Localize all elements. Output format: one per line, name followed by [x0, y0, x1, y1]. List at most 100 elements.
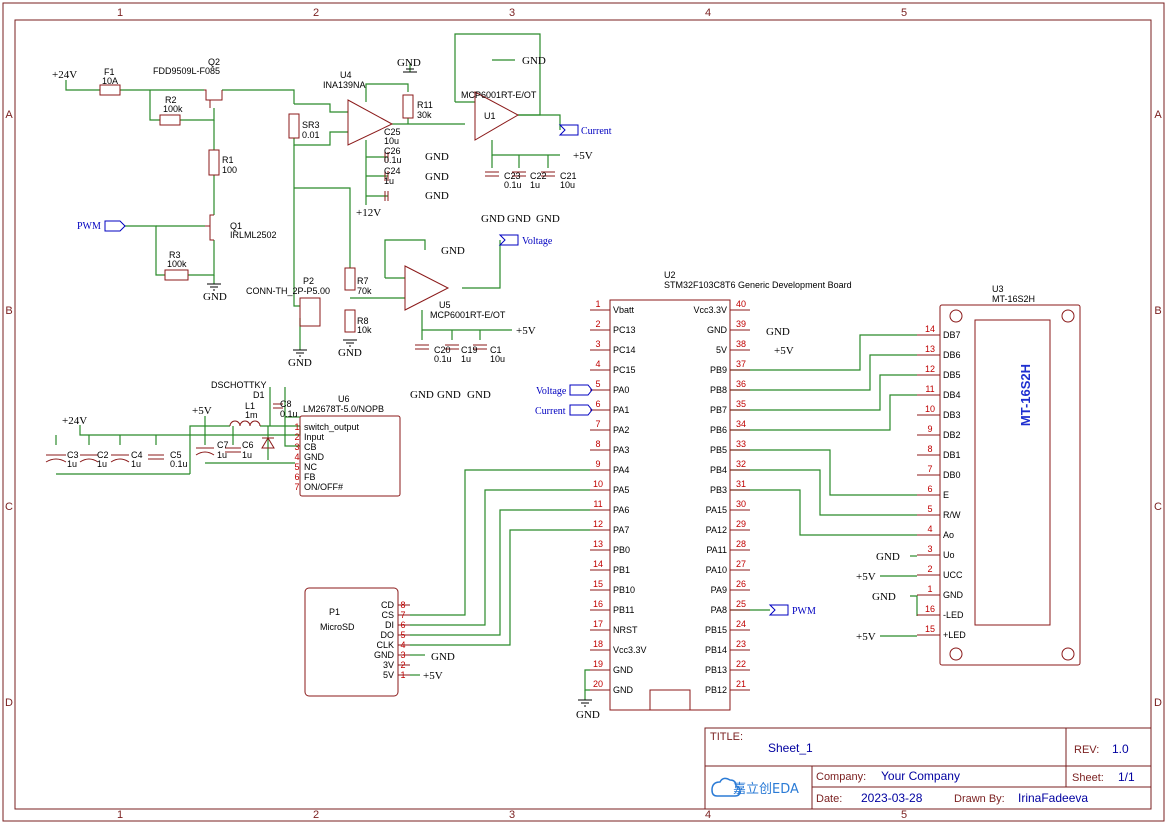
frame-row-label-left: A — [5, 109, 13, 121]
u2-pin-number: 32 — [736, 459, 746, 469]
r2-ref: R2 — [165, 95, 177, 105]
net-voltage-u2: Voltage — [536, 386, 567, 397]
u2-pin-number: 26 — [736, 579, 746, 589]
u2-pin-name: Vbatt — [613, 305, 635, 315]
rev-value: 1.0 — [1112, 742, 1129, 756]
frame-col-label-bottom: 5 — [901, 809, 907, 821]
p1-val: MicroSD — [320, 622, 355, 632]
p1-pin-number: 6 — [400, 620, 405, 630]
sr3-val: 0.01 — [302, 130, 320, 140]
u6-pin-name: CB — [304, 442, 317, 452]
u2-pin-number: 6 — [595, 399, 600, 409]
ground-symbols — [207, 68, 592, 707]
u6-pin-number: 1 — [294, 422, 299, 432]
u2-pin-name: PA3 — [613, 445, 629, 455]
frame-col-label-bottom: 3 — [509, 809, 515, 821]
l1-val: 1m — [245, 410, 258, 420]
u6-val: LM2678T-5.0/NOPB — [303, 404, 384, 414]
u3-body-label: MT-16S2H — [1018, 364, 1033, 426]
u2-pin-name: NRST — [613, 625, 638, 635]
u2-pin-name: PA10 — [706, 565, 727, 575]
title-value: Sheet_1 — [768, 741, 813, 755]
u2-pin-name: PB15 — [705, 625, 727, 635]
net-pwm-u2: PWM — [792, 606, 816, 617]
u2-pin-name: PA1 — [613, 405, 629, 415]
u2-ref: U2 — [664, 270, 676, 280]
u6-pin-number: 6 — [294, 472, 299, 482]
u2-pin-number: 36 — [736, 379, 746, 389]
c4-ref: C4 — [131, 450, 143, 460]
r7-ref: R7 — [357, 276, 369, 286]
p1-pin-number: 5 — [400, 630, 405, 640]
frame-row-label-left: D — [5, 697, 13, 709]
u2-pin-name: PB13 — [705, 665, 727, 675]
c3-ref: C3 — [67, 450, 79, 460]
u6-pin-name: NC — [304, 462, 317, 472]
company-value: Your Company — [881, 769, 960, 783]
gnd-label-u2: GND — [576, 709, 600, 721]
u2-pin-number: 2 — [595, 319, 600, 329]
u2-pin-name: PC14 — [613, 345, 636, 355]
u2-val: STM32F103C8T6 Generic Development Board — [664, 280, 852, 290]
net-current-u1: Current — [581, 126, 612, 137]
u2-pin-name: PB0 — [613, 545, 630, 555]
u2-pin-number: 13 — [593, 539, 603, 549]
easyeda-logo: 嘉立创EDA — [711, 777, 799, 797]
r8-val: 10k — [357, 325, 372, 335]
r3-val: 100k — [167, 259, 187, 269]
c5-ref: C5 — [170, 450, 182, 460]
c20-val: 0.1u — [434, 354, 452, 364]
u2-pin-number: 25 — [736, 599, 746, 609]
r8-ref: R8 — [357, 316, 369, 326]
frame-col-label-bottom: 2 — [313, 809, 319, 821]
gnd-label-c24: GND — [425, 190, 449, 202]
p5-label-led: +5V — [856, 631, 876, 643]
net-labels: PWM Current Voltage Voltage Current PWM — [77, 124, 816, 617]
u3-pin-number: 8 — [927, 444, 932, 454]
frame-col-label-top: 3 — [509, 7, 515, 19]
u3-pin-number: 4 — [927, 524, 932, 534]
u2-pin-name: PA6 — [613, 505, 629, 515]
u2-pin-name: PC13 — [613, 325, 636, 335]
sr3-ref: SR3 — [302, 120, 320, 130]
u2-pin-number: 31 — [736, 479, 746, 489]
u2-pin-number: 37 — [736, 359, 746, 369]
u5-val: MCP6001RT-E/OT — [430, 310, 506, 320]
c23-val: 0.1u — [504, 180, 522, 190]
u2-pin-name: PA7 — [613, 525, 629, 535]
u2-pin-name: PB10 — [613, 585, 635, 595]
u6-pin-number: 3 — [294, 442, 299, 452]
c25-val: 10u — [384, 136, 399, 146]
f1-val: 10A — [102, 76, 118, 86]
c2-val: 1u — [97, 459, 107, 469]
u6-pin-name: GND — [304, 452, 325, 462]
company-label: Company: — [816, 771, 866, 783]
gnd-label-r8: GND — [338, 347, 362, 359]
gnd-label-c25: GND — [425, 151, 449, 163]
u6-pin-name: FB — [304, 472, 316, 482]
p24-label-top: +24V — [52, 69, 77, 81]
u4-val: INA139NA — [323, 80, 366, 90]
p1-pin-name: CD — [381, 600, 394, 610]
r2-val: 100k — [163, 104, 183, 114]
u2-pin-number: 4 — [595, 359, 600, 369]
u6-pin-number: 4 — [294, 452, 299, 462]
p1-pin-number: 1 — [400, 670, 405, 680]
u2-pin-name: PB1 — [613, 565, 630, 575]
u2-pin-number: 33 — [736, 439, 746, 449]
u2-pin-number: 24 — [736, 619, 746, 629]
u2-pin-number: 20 — [593, 679, 603, 689]
frame-col-label-bottom: 4 — [705, 809, 711, 821]
q2-val: FDD9509L-F085 — [153, 66, 220, 76]
u2-pin-name: PB11 — [613, 605, 634, 615]
c21-ref: C21 — [560, 171, 577, 181]
u6-pin-name: switch_output — [304, 422, 360, 432]
u2-pin-number: 8 — [595, 439, 600, 449]
p1-pin-name: DO — [381, 630, 395, 640]
u3-ref: U3 — [992, 284, 1004, 294]
u2-pin-number: 17 — [593, 619, 603, 629]
d1-ref: D1 — [253, 390, 265, 400]
r11-val: 30k — [417, 110, 432, 120]
p5-label-u1: +5V — [573, 150, 593, 162]
